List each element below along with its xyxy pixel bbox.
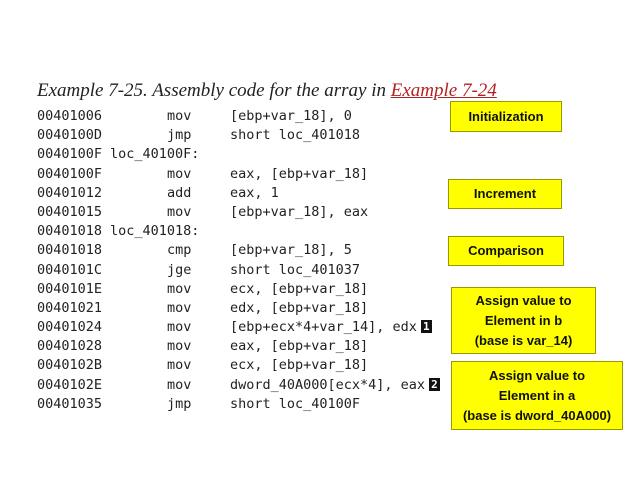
code-mnemonic: mov (167, 280, 192, 297)
code-mnemonic: cmp (167, 242, 192, 259)
code-mnemonic: jmp (167, 127, 192, 144)
code-address: 0040101C (37, 261, 103, 278)
note-assign-b: Assign value to Element in b (base is va… (451, 287, 596, 354)
example-title: Example 7-25. Assembly code for the arra… (37, 80, 497, 102)
code-mnemonic: mov (167, 108, 192, 124)
code-mnemonic: jmp (167, 395, 192, 412)
code-address: 00401018 (37, 242, 103, 259)
code-label: loc_40100F: (110, 146, 200, 163)
code-operands: edx, [ebp+var_18] (230, 299, 369, 316)
code-operands-text: dword_40A000[ecx*4], eax (230, 376, 426, 393)
code-operands-text: [ebp+ecx*4+var_14], edx (230, 319, 417, 336)
title-text: Example 7-25. Assembly code for the arra… (37, 80, 391, 101)
code-operands: ecx, [ebp+var_18] (230, 357, 369, 374)
code-operands: [ebp+var_18], 5 (230, 242, 352, 259)
code-address: 00401015 (37, 203, 103, 220)
code-address: 00401012 (37, 184, 103, 201)
code-operands: short loc_401018 (230, 127, 361, 144)
code-mnemonic: mov (167, 319, 192, 336)
note-comparison: Comparison (448, 236, 564, 266)
code-operands: short loc_40100F (230, 395, 361, 412)
code-address: 00401021 (37, 299, 103, 316)
note-assign-b-text: Assign value to Element in b (base is va… (474, 292, 573, 348)
code-mnemonic: mov (167, 357, 192, 374)
code-mnemonic: mov (167, 299, 192, 316)
code-address: 00401035 (37, 395, 103, 412)
code-operands: eax, [ebp+var_18] (230, 338, 369, 355)
code-mnemonic: jge (167, 261, 192, 278)
callout-marker: 2 (429, 377, 440, 391)
code-address: 0040100F (37, 146, 103, 163)
code-operands: eax, 1 (230, 184, 279, 201)
code-operands: [ebp+var_18], eax (230, 203, 369, 220)
note-initialization: Initialization (450, 101, 562, 132)
code-address: 00401028 (37, 338, 103, 355)
code-address: 0040100F (37, 165, 103, 182)
note-assign-a: Assign value to Element in a (base is dw… (451, 361, 623, 430)
callout-marker: 1 (420, 320, 432, 334)
code-mnemonic: add (167, 184, 192, 201)
note-assign-a-text: Assign value to Element in a (base is dw… (462, 367, 612, 423)
code-address: 00401006 (37, 108, 103, 124)
code-mnemonic: mov (167, 338, 192, 355)
code-mnemonic: mov (167, 376, 192, 393)
code-operands: short loc_401037 (230, 261, 361, 278)
example-link[interactable]: Example 7-24 (390, 80, 497, 101)
code-mnemonic: mov (167, 203, 192, 220)
code-operands: ecx, [ebp+var_18] (230, 280, 369, 297)
code-mnemonic: mov (167, 165, 192, 182)
code-operands: [ebp+var_18], 0 (230, 108, 352, 124)
code-operands: eax, [ebp+var_18] (230, 165, 369, 182)
note-increment-text: Increment (473, 186, 537, 201)
code-address: 00401018 (37, 223, 103, 240)
code-address: 00401024 (37, 319, 103, 336)
note-increment: Increment (448, 179, 562, 209)
code-label: loc_401018: (110, 223, 200, 240)
code-address: 0040102B (37, 357, 103, 374)
code-address: 0040100D (37, 127, 103, 144)
note-initialization-text: Initialization (468, 108, 544, 124)
note-comparison-text: Comparison (468, 243, 544, 258)
code-address: 0040102E (37, 376, 103, 393)
code-address: 0040101E (37, 280, 103, 297)
